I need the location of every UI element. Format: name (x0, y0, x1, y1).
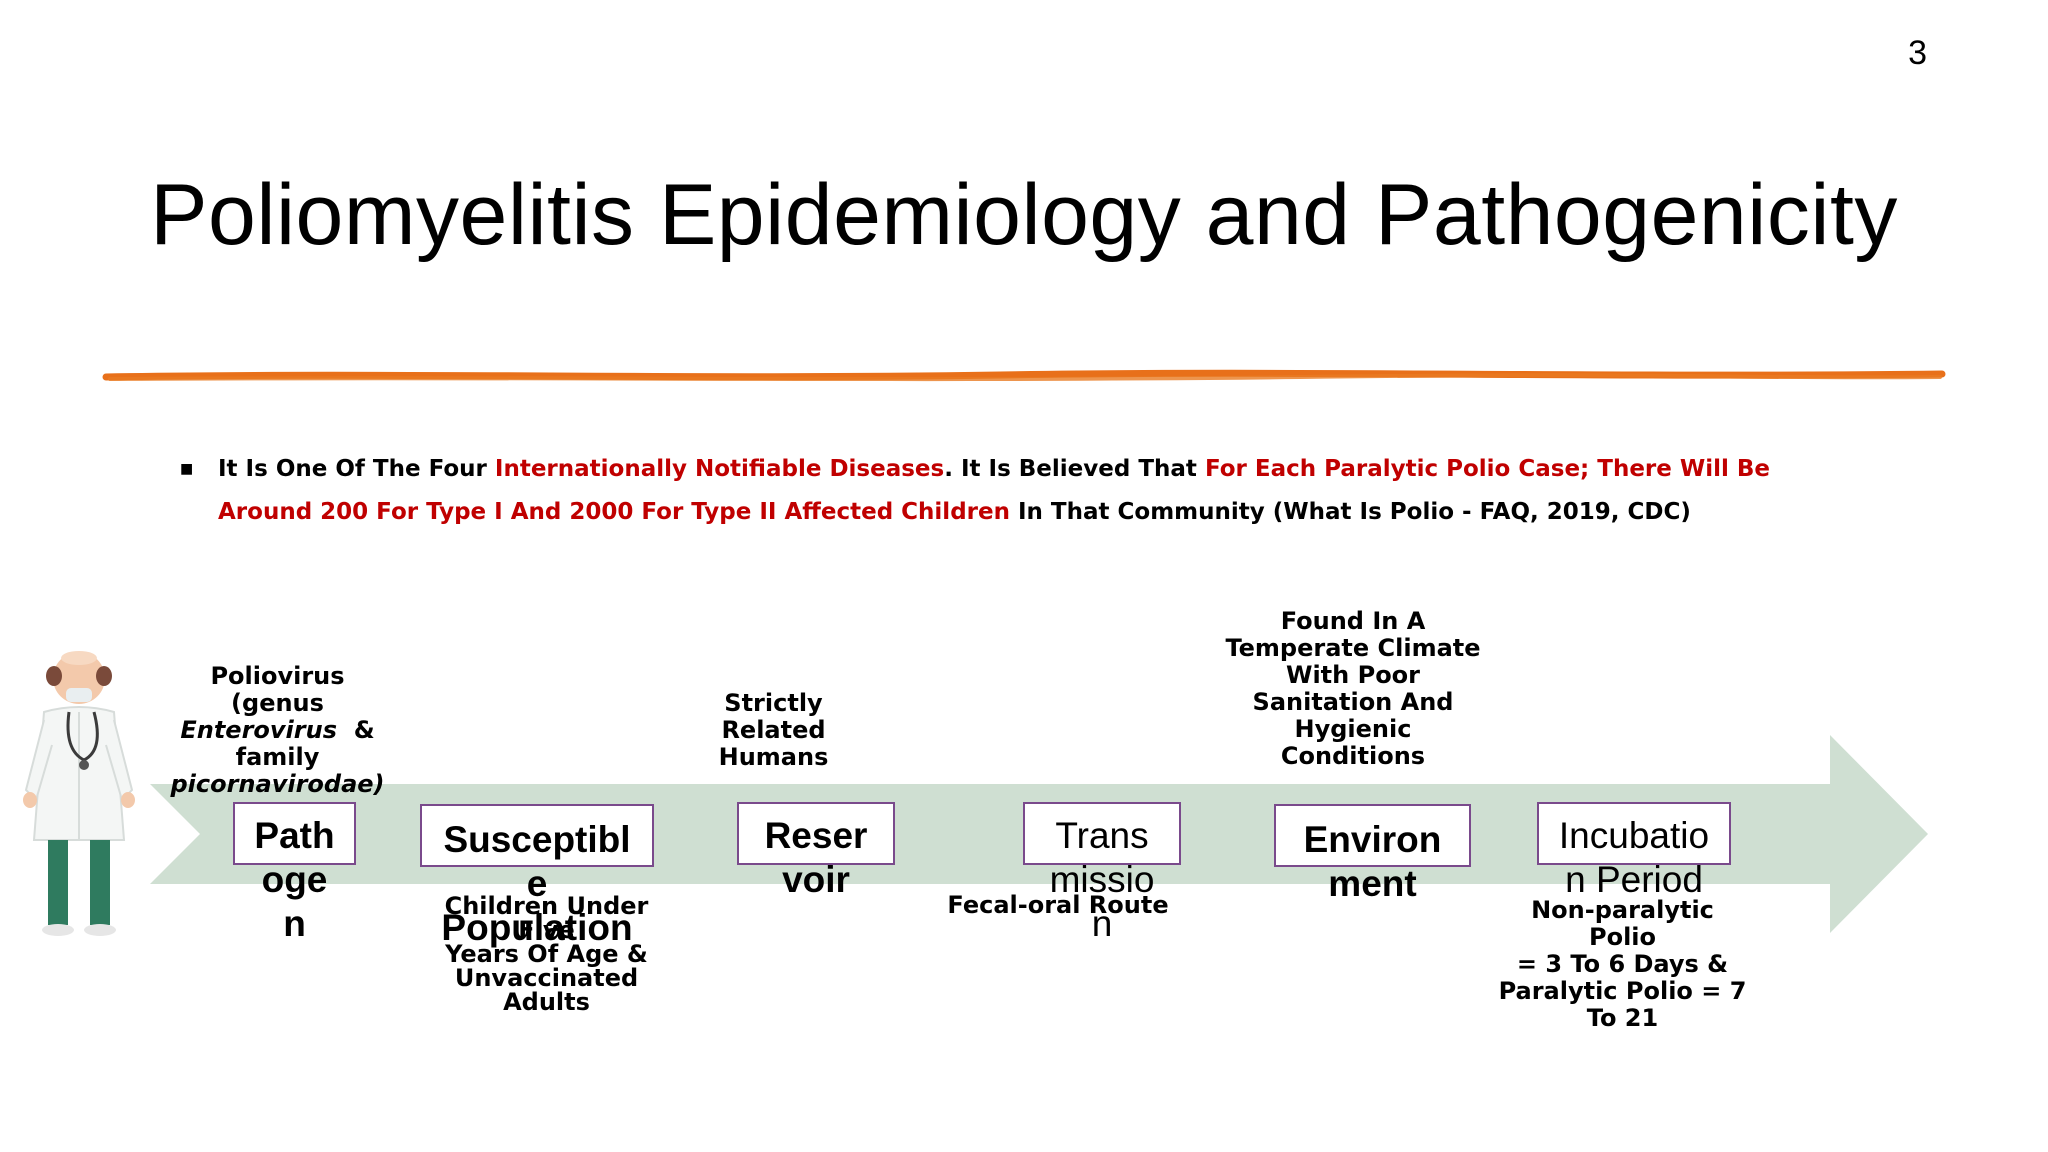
note-line: Humans (718, 743, 829, 771)
bullet-part-highlight: For Each Paralytic Polio Case; There Wil… (218, 456, 1771, 525)
note-amp: & (353, 716, 375, 744)
bullet-part: In That Community (What Is Polio - FAQ, … (1009, 499, 1691, 525)
note-line: Poliovirus (genus (210, 662, 345, 717)
box-incubation-label: Incubatio n Period (1539, 814, 1729, 902)
slide-title: Poliomyelitis Epidemiology and Pathogeni… (150, 167, 1898, 263)
note-italic: picornavirodae) (170, 770, 385, 798)
bullet-part-highlight: Internationally Notifiable Diseases (494, 456, 945, 482)
label-line: Reser (764, 815, 868, 856)
label-line: n (1091, 903, 1113, 944)
note-line: With Poor (1285, 661, 1420, 689)
label-line: Susceptibl (443, 819, 631, 860)
note-reservoir: Strictly Related Humans (700, 690, 847, 771)
note-line: Sanitation And (1252, 688, 1454, 716)
label-line: ment (1328, 863, 1417, 904)
label-line: Trans (1055, 815, 1149, 856)
note-incubation: Non-paralytic Polio = 3 To 6 Days & Para… (1495, 897, 1750, 1032)
label-line: n Period (1565, 859, 1703, 900)
note-line: Children Under Five (444, 892, 649, 944)
note-line: Fecal-oral Route (947, 891, 1169, 919)
note-line: Strictly (724, 689, 823, 717)
note-pathogen: Poliovirus (genus Enterovirus & family p… (170, 663, 385, 798)
note-line: family (235, 743, 320, 771)
note-line: To 21 (1586, 1004, 1659, 1032)
label-line: e (526, 863, 548, 904)
note-line: Unvaccinated Adults (454, 964, 639, 1016)
box-reservoir-label: Reser voir (739, 814, 893, 902)
box-environment: Environ ment (1274, 804, 1471, 904)
note-line: Hygienic (1294, 715, 1412, 743)
note-line: Paralytic Polio = 7 (1498, 977, 1747, 1005)
note-line: Related (721, 716, 826, 744)
label-line: Environ (1303, 819, 1442, 860)
note-line: Temperate Climate (1225, 634, 1481, 662)
box-transmission: Trans missio n (1023, 802, 1181, 944)
note-italic: Enterovirus (180, 716, 337, 744)
note-transmission: Fecal-oral Route (940, 892, 1176, 919)
note-line: Years Of Age & (445, 940, 648, 968)
bullet-text: It Is One Of The Four Internationally No… (218, 448, 1818, 534)
box-environment-label: Environ ment (1276, 818, 1469, 906)
box-pathogen-label: Path oge n (235, 814, 354, 946)
box-susceptible-population: Susceptibl e Population (420, 804, 654, 948)
box-reservoir: Reser voir (737, 802, 895, 900)
box-population-label: Susceptibl e Population (422, 818, 652, 950)
note-line: Found In A (1280, 607, 1426, 635)
label-line: n (283, 903, 306, 944)
doctor-icon (23, 651, 135, 936)
label-line: voir (782, 859, 850, 900)
box-pathogen: Path oge n (233, 802, 356, 944)
note-line: = 3 To 6 Days & (1516, 950, 1729, 978)
label-line: oge (261, 859, 328, 900)
note-line: Conditions (1280, 742, 1426, 770)
bullet-part: It Is One Of The Four (218, 456, 495, 482)
label-line: Path (254, 815, 335, 856)
note-line: Non-paralytic Polio (1531, 896, 1714, 951)
label-line: Population (441, 907, 633, 948)
box-incubation-period: Incubatio n Period (1537, 802, 1731, 900)
note-population: Children Under Five Years Of Age & Unvac… (420, 894, 673, 1014)
label-line: Incubatio (1558, 815, 1710, 856)
note-environment: Found In A Temperate Climate With Poor S… (1218, 608, 1488, 770)
box-transmission-label: Trans missio n (1025, 814, 1179, 946)
title-divider (102, 369, 1946, 382)
bullet-part: . It Is Believed That (944, 456, 1205, 482)
label-line: missio (1049, 859, 1155, 900)
page-number: 3 (1908, 34, 1927, 72)
bullet-marker-icon: ■ (180, 461, 194, 477)
